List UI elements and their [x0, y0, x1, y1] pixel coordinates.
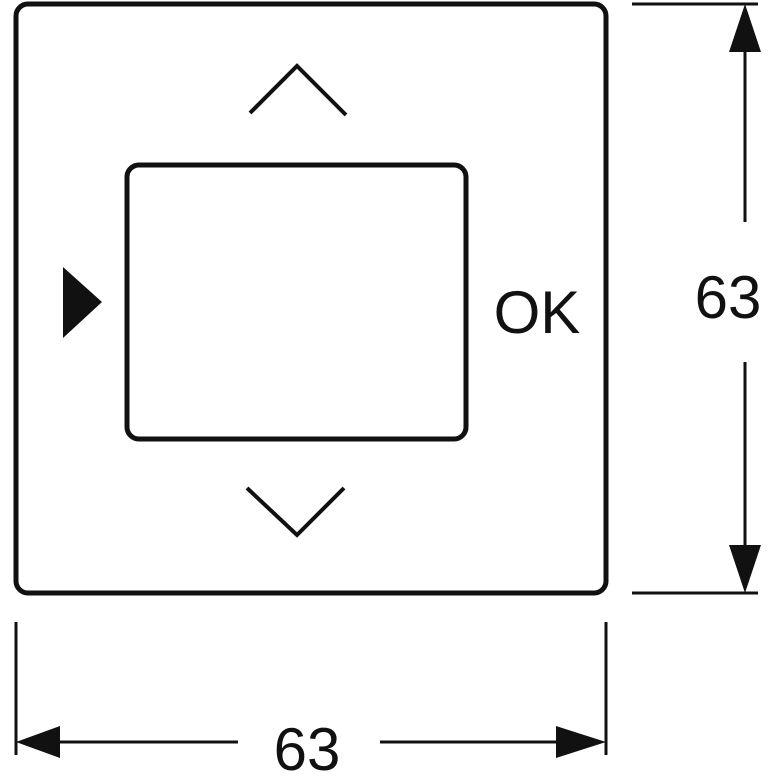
width-dimension: 63 — [14, 622, 608, 779]
width-dimension-label: 63 — [274, 716, 341, 779]
chevron-up-icon[interactable] — [248, 63, 348, 117]
ok-label[interactable]: OK — [494, 279, 581, 346]
height-dimension-label: 63 — [695, 264, 762, 331]
height-arrowhead-bottom — [729, 545, 761, 593]
chevron-down-icon[interactable] — [245, 486, 346, 538]
display-screen — [124, 162, 469, 442]
outer-panel — [13, 1, 609, 596]
height-dimension: 63 — [632, 2, 762, 595]
height-arrowhead-top — [729, 4, 761, 52]
width-arrowhead-left — [16, 726, 60, 758]
triangle-right-icon[interactable] — [63, 267, 102, 338]
width-arrowhead-right — [556, 726, 606, 758]
